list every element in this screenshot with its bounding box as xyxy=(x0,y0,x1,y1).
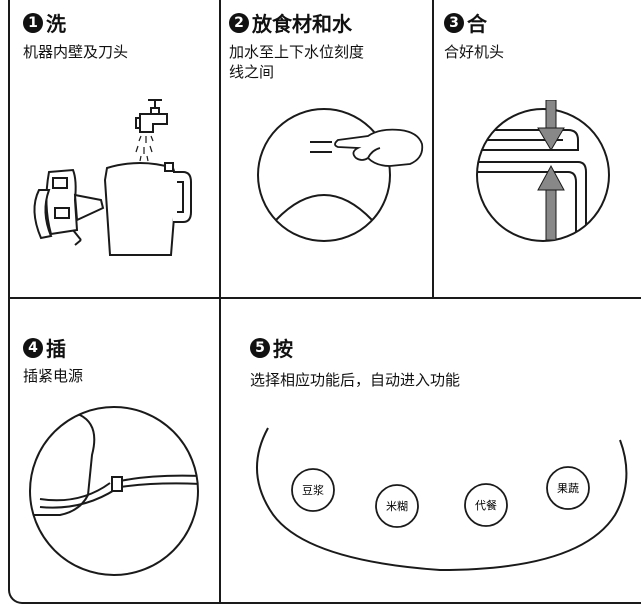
step-3-title: 3 合 xyxy=(444,8,487,37)
faucet-icon xyxy=(135,99,168,133)
kettle-body-icon xyxy=(103,162,192,256)
step-1-number: 1 xyxy=(23,12,43,33)
water-drops-icon xyxy=(135,135,154,162)
step-4-title: 4 插 xyxy=(23,333,66,362)
control-panel-illustration: 豆浆 米糊 代餐 果蔬 xyxy=(256,427,628,572)
step-3-number: 3 xyxy=(444,12,464,33)
step-1-description: 机器内壁及刀头 xyxy=(23,43,129,61)
step-3-heading: 合 xyxy=(467,12,487,36)
arrow-down-icon xyxy=(537,100,565,151)
step-4-number: 4 xyxy=(23,337,43,358)
button-fruit-veg xyxy=(546,466,590,510)
divider-h xyxy=(8,297,641,299)
step-5-description: 选择相应功能后，自动进入功能 xyxy=(250,371,461,389)
arrow-up-icon xyxy=(537,164,565,241)
step-1-heading: 洗 xyxy=(46,12,66,36)
step-2-title: 2 放食材和水 xyxy=(229,8,352,37)
step-2-description-line1: 加水至上下水位刻度 xyxy=(229,43,365,61)
pointing-hand-icon xyxy=(334,128,424,167)
plug-connector-icon xyxy=(111,476,123,492)
button-meal xyxy=(464,483,508,527)
step-5-number: 5 xyxy=(250,337,270,358)
divider-v2 xyxy=(432,0,434,297)
machine-head-icon xyxy=(33,168,105,246)
button-rice-paste xyxy=(375,484,419,528)
divider-v1 xyxy=(219,0,221,604)
level-mark-icon xyxy=(310,141,332,153)
close-head-illustration xyxy=(476,100,610,242)
step-3-description: 合好机头 xyxy=(444,43,505,61)
step-5-title: 5 按 xyxy=(250,333,293,362)
washing-illustration xyxy=(33,99,192,256)
button-label-fruit-veg[interactable]: 果蔬 xyxy=(557,482,579,495)
water-level-illustration xyxy=(257,108,424,242)
step-2-description-line2: 线之间 xyxy=(229,63,275,81)
step-2-heading: 放食材和水 xyxy=(252,12,352,36)
button-label-rice-paste[interactable]: 米糊 xyxy=(386,499,408,513)
step-1-title: 1 洗 xyxy=(23,8,66,37)
instruction-sheet-frame xyxy=(8,0,641,604)
step-5-heading: 按 xyxy=(273,337,293,361)
button-label-soymilk[interactable]: 豆浆 xyxy=(302,483,324,497)
step-2-number: 2 xyxy=(229,12,249,33)
power-plug-illustration xyxy=(29,406,199,576)
panel-buttons xyxy=(291,466,590,528)
button-label-meal[interactable]: 代餐 xyxy=(475,498,497,512)
step-4-heading: 插 xyxy=(46,337,66,361)
step-4-description: 插紧电源 xyxy=(23,367,84,385)
button-soymilk xyxy=(291,468,335,512)
